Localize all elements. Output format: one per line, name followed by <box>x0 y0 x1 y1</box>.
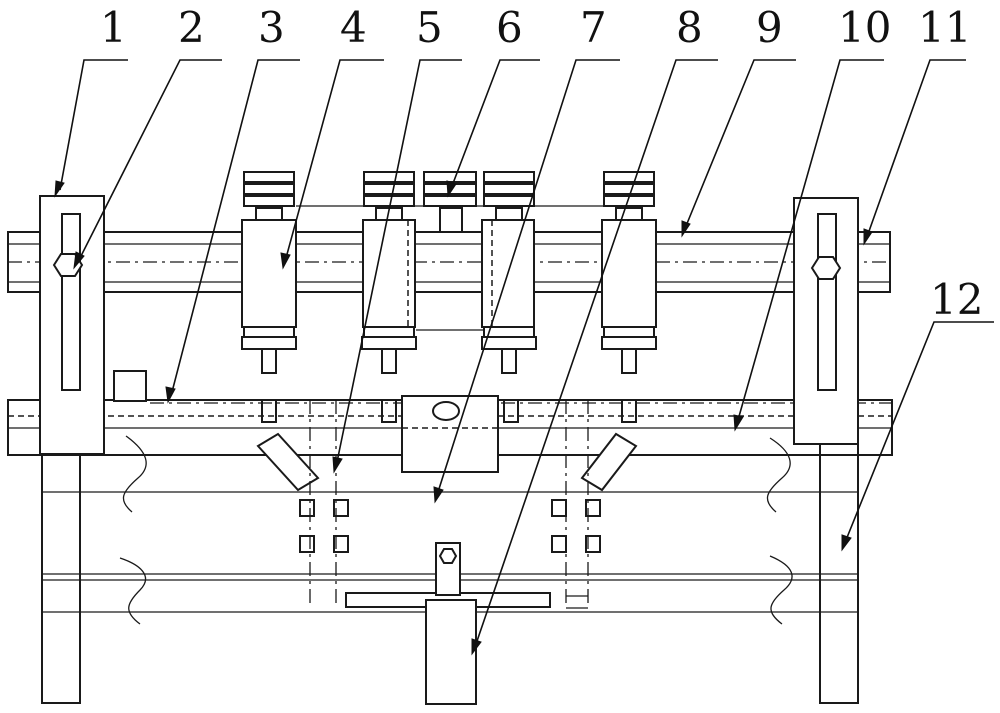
cylinder-3-center <box>423 171 477 233</box>
center-clamp-block <box>401 395 499 473</box>
break-lines <box>119 435 793 625</box>
leader-lines <box>54 59 994 656</box>
upper-guide-beam <box>7 231 891 293</box>
callout-2: 2 <box>178 3 205 52</box>
left-angled-jaw <box>256 432 320 492</box>
callout-10: 10 <box>838 3 891 52</box>
left-bracket <box>39 195 105 455</box>
callout-12: 12 <box>930 275 983 324</box>
callout-5: 5 <box>416 3 443 52</box>
callout-labels: 1 2 3 4 5 6 7 8 9 10 11 12 <box>100 3 983 324</box>
callout-6: 6 <box>496 3 523 52</box>
right-guide-rod <box>551 400 601 609</box>
left-guide-rod <box>299 400 349 608</box>
right-angled-jaw <box>580 432 638 492</box>
callout-1: 1 <box>100 3 127 52</box>
callout-11: 11 <box>918 3 971 52</box>
beam-tabs <box>261 399 637 423</box>
cylinder-5 <box>601 171 657 374</box>
callout-9: 9 <box>756 3 783 52</box>
lower-cylinder <box>425 542 477 705</box>
callout-7: 7 <box>580 3 607 52</box>
cylinder-4 <box>481 171 537 374</box>
callout-3: 3 <box>258 3 285 52</box>
cylinder-1 <box>241 171 297 374</box>
callout-8: 8 <box>676 3 703 52</box>
callout-4: 4 <box>340 3 367 52</box>
cylinder-2 <box>361 171 417 374</box>
right-bracket <box>793 197 859 445</box>
